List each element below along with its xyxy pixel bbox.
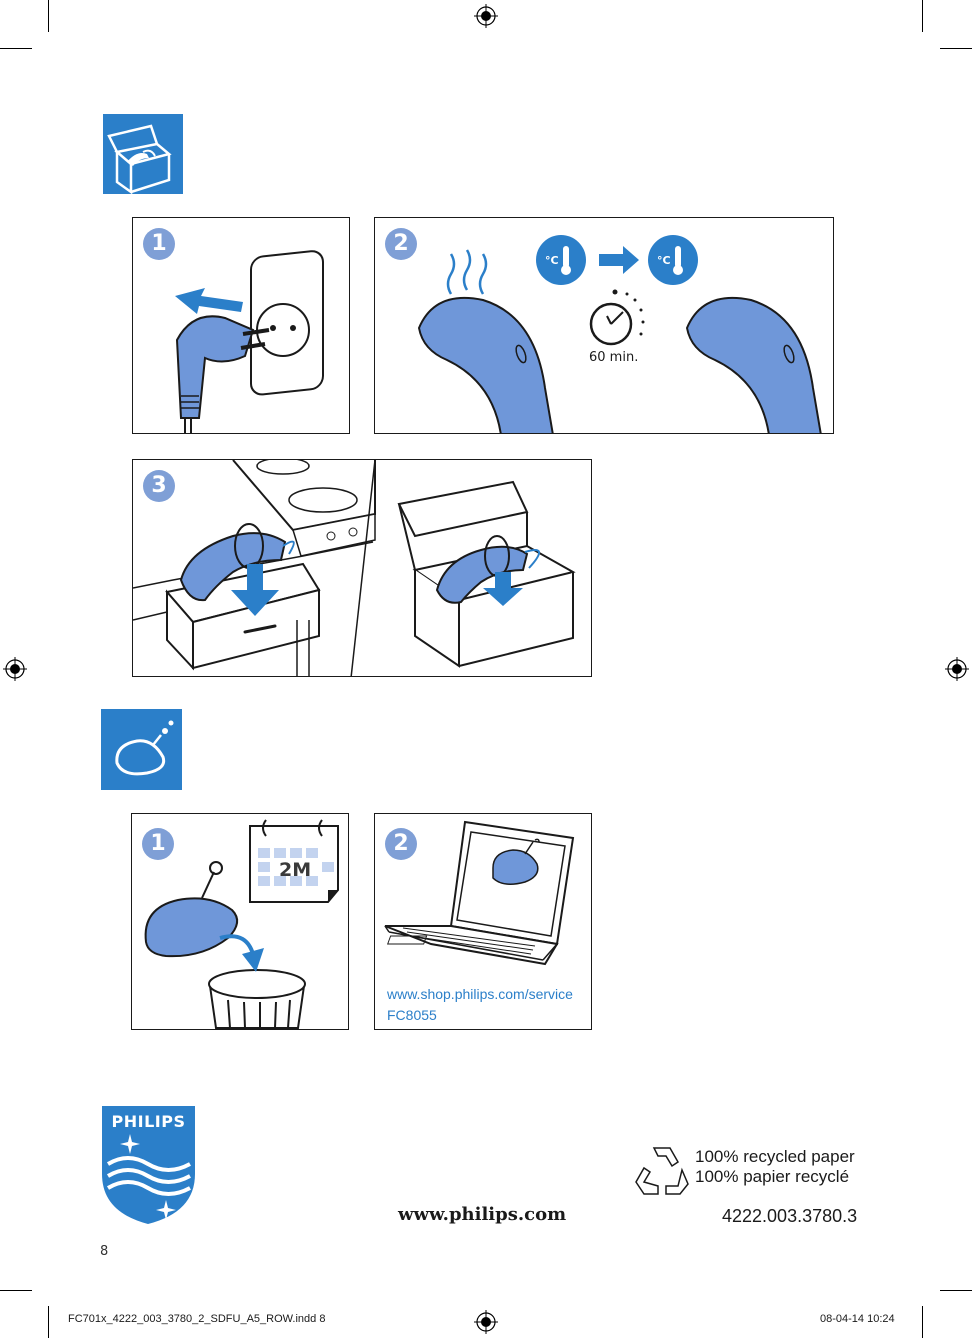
step-cool-down-panel: °C °C 2 60 min.	[374, 217, 834, 434]
crop-mark	[48, 0, 49, 32]
step-number: 1	[143, 228, 175, 260]
registration-mark-icon	[3, 657, 27, 681]
crop-mark	[0, 48, 32, 49]
step-order-panel: 2 www.shop.philips.com/service FC8055	[374, 813, 592, 1030]
svg-text:°C: °C	[545, 254, 559, 267]
slug-filename: FC701x_4222_003_3780_2_SDFU_A5_ROW.indd …	[68, 1313, 326, 1325]
part-number: FC8055	[387, 1007, 437, 1023]
recycle-icon	[635, 1147, 689, 1195]
step-discard-panel: 1 2M	[131, 813, 349, 1030]
page-number: 8	[100, 1244, 109, 1259]
brand-name: PHILIPS	[111, 1112, 186, 1131]
philips-shield-logo	[100, 1104, 197, 1225]
crop-mark	[940, 48, 972, 49]
crop-mark	[922, 1306, 923, 1338]
step-number: 2	[385, 228, 417, 260]
storage-box-icon	[103, 114, 183, 195]
registration-mark-icon	[474, 1310, 498, 1334]
crop-mark	[940, 1290, 972, 1291]
discard-every-2-months-icon	[144, 819, 339, 1029]
laptop-order-icon	[384, 820, 575, 966]
unplug-icon	[175, 250, 324, 433]
filter-replacement-icon	[101, 709, 182, 790]
registration-mark-icon	[945, 657, 969, 681]
crop-mark	[0, 1290, 32, 1291]
crop-mark	[922, 0, 923, 32]
slug-date: 08-04-14 10:24	[820, 1313, 895, 1325]
website[interactable]: www.philips.com	[398, 1204, 567, 1225]
crop-mark	[48, 1306, 49, 1338]
svg-text:°C: °C	[657, 254, 671, 267]
cool-down-icon: °C °C	[417, 235, 822, 433]
document-number: 4222.003.3780.3	[722, 1206, 858, 1226]
step-number: 2	[385, 828, 417, 860]
store-in-drawer-or-box-icon	[133, 460, 576, 676]
time-label: 60 min.	[589, 350, 639, 365]
recycled-line-2: 100% papier recyclé	[695, 1167, 850, 1186]
recycled-line-1: 100% recycled paper	[695, 1147, 855, 1166]
step-number: 3	[143, 470, 175, 502]
service-url[interactable]: www.shop.philips.com/service	[387, 986, 573, 1002]
calendar-label: 2M	[279, 859, 312, 881]
registration-mark-icon	[474, 4, 498, 28]
step-number: 1	[142, 828, 174, 860]
step-store-panel: 3	[132, 459, 592, 677]
step-unplug-panel: 1	[132, 217, 350, 434]
